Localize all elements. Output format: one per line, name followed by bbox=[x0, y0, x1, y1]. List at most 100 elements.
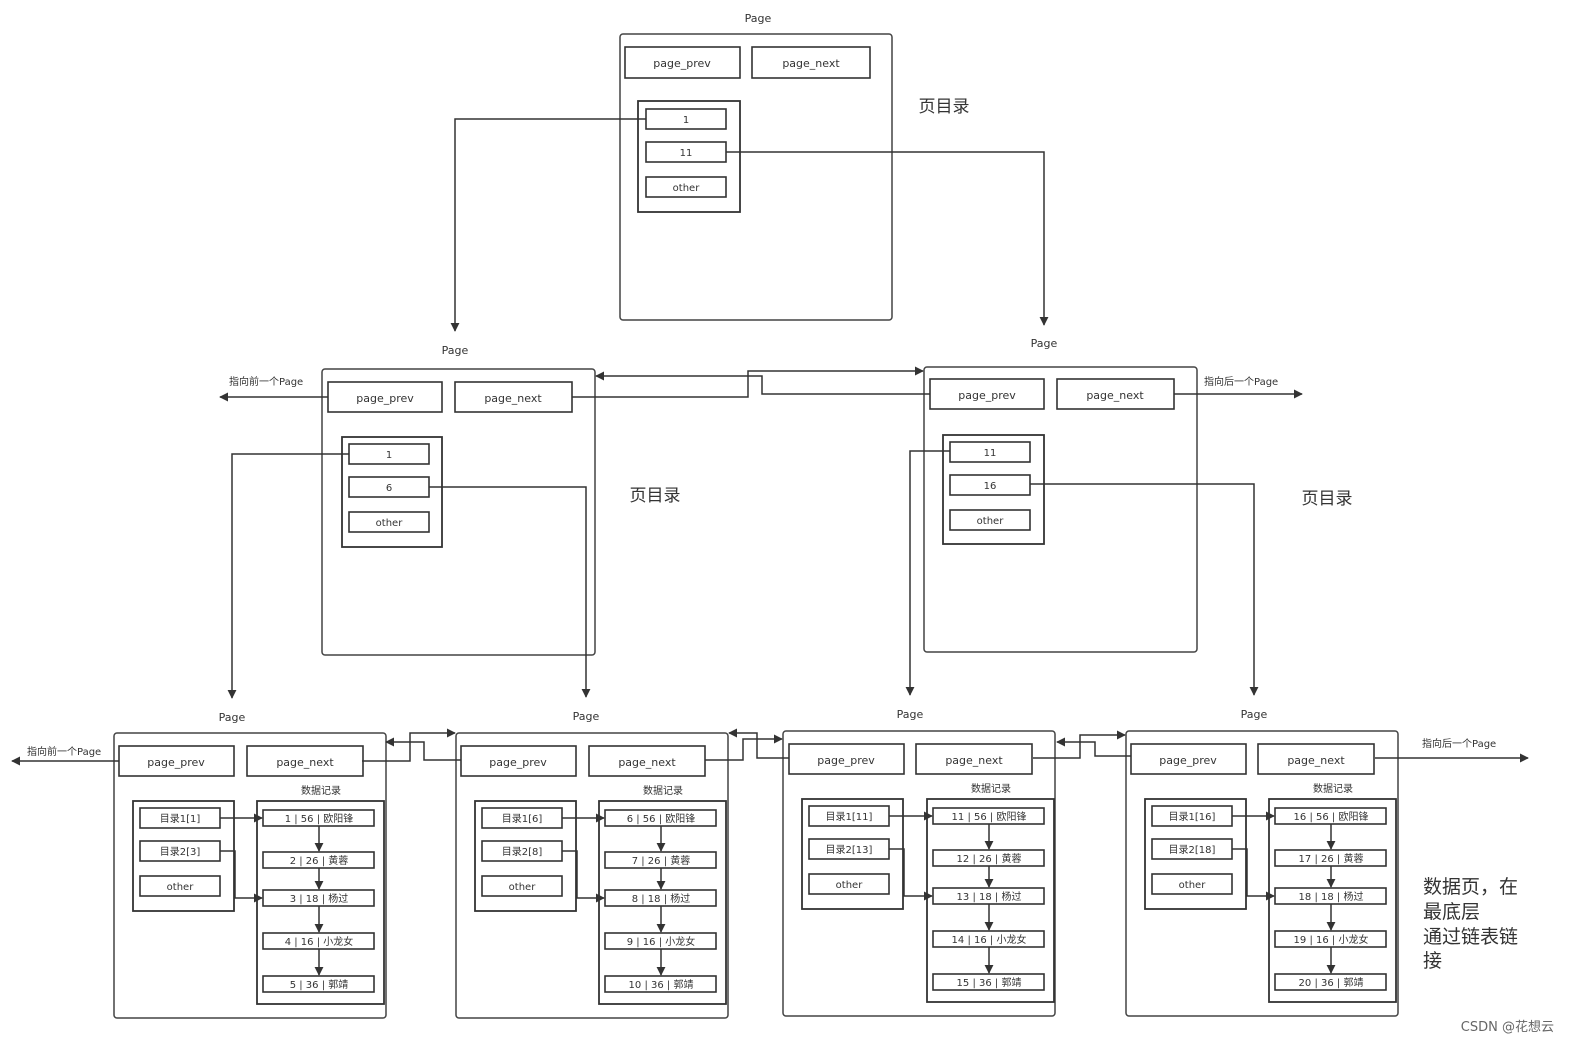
leaf-2-prev-label: page_prev bbox=[489, 756, 547, 769]
leaf-4-record-box bbox=[1274, 973, 1387, 991]
leaf-3-dir-entry: other bbox=[836, 880, 864, 891]
root-page-prev-field bbox=[624, 46, 741, 79]
leaf-2-record: 7 | 26 | 黄蓉 bbox=[632, 854, 691, 867]
pointer-mid-left-to-leaf-1 bbox=[227, 453, 349, 699]
mid-left-prev-label: page_prev bbox=[356, 392, 414, 405]
leaf-3-record: 11 | 56 | 欧阳锋 bbox=[952, 810, 1027, 823]
leaf-1-record: 3 | 18 | 杨过 bbox=[290, 892, 349, 905]
mid-right-prev-label: page_prev bbox=[958, 389, 1016, 402]
leaf-4-prev-label: page_prev bbox=[1159, 754, 1217, 767]
watermark: CSDN @花想云 bbox=[1461, 1019, 1554, 1035]
leaf-2-dir-entry: other bbox=[509, 882, 537, 893]
leaf-1-page-title: Page bbox=[219, 711, 246, 724]
leaf-3-record: 15 | 36 | 郭靖 bbox=[957, 976, 1022, 989]
leaf-4-record: 16 | 56 | 欧阳锋 bbox=[1294, 810, 1369, 823]
root-page-next-field bbox=[751, 46, 871, 79]
leaf-page-layer: Page page_prev page_next 目录1[1] 目录2[3] other 数… bbox=[113, 708, 1399, 1019]
mid-right-next-pointer-label: 指向后一个Page bbox=[1204, 375, 1278, 388]
leaf-3-record-box bbox=[932, 973, 1045, 991]
mid-left-dir-entry-box bbox=[348, 511, 430, 533]
leaf-3-data-records-label: 数据记录 bbox=[971, 782, 1011, 795]
note-line: 数据页，在 bbox=[1423, 876, 1518, 898]
mid-right-next-field bbox=[1056, 378, 1175, 410]
mid-left-page-title: Page bbox=[442, 344, 469, 357]
leaf-2-dir-entry: 目录2[8] bbox=[502, 846, 543, 858]
leaf-1-prev-label: page_prev bbox=[147, 756, 205, 769]
root-page-title: Page bbox=[745, 12, 772, 25]
leaf-2-dir-entry: 目录1[6] bbox=[502, 813, 543, 825]
root-page-prev-label: page_prev bbox=[653, 57, 711, 70]
pointer-mid-right-to-leaf-4 bbox=[1030, 483, 1259, 696]
root-dir-entry: 11 bbox=[680, 148, 693, 159]
leaf-3-record: 13 | 18 | 杨过 bbox=[957, 890, 1022, 903]
mid-right-directory-label: 页目录 bbox=[1302, 489, 1353, 509]
leaf-1-data-records-label: 数据记录 bbox=[301, 784, 341, 797]
leaf-2-record: 8 | 18 | 杨过 bbox=[632, 892, 691, 905]
leaf-2-page-title: Page bbox=[573, 710, 600, 723]
note-line: 通过链表链 bbox=[1423, 926, 1518, 948]
leaf-1-prev-pointer-label: 指向前一个Page bbox=[27, 745, 101, 758]
leaf-link-3-to-2 bbox=[728, 728, 789, 759]
leaf-3-dir-entry: 目录1[11] bbox=[826, 811, 873, 823]
mid-right-dir-entry-box bbox=[949, 441, 1031, 463]
leaf-3-page-title: Page bbox=[897, 708, 924, 721]
mid-right-dir-entry: other bbox=[977, 516, 1005, 527]
leaf-link-2-to-3 bbox=[705, 734, 783, 761]
leaf-link-2-to-1 bbox=[385, 737, 461, 761]
leaf-1-dir-entry: 目录2[3] bbox=[160, 846, 201, 858]
leaf-3-record: 12 | 26 | 黄蓉 bbox=[957, 852, 1022, 865]
leaf-1-dir-entry: 目录1[1] bbox=[160, 813, 201, 825]
leaf-4-page-title: Page bbox=[1241, 708, 1268, 721]
mid-right-next-label: page_next bbox=[1086, 389, 1144, 402]
leaf-2-record: 10 | 36 | 郭靖 bbox=[629, 978, 694, 991]
root-page-directory-label: 页目录 bbox=[919, 97, 970, 117]
leaf-4-next-pointer-label: 指向后一个Page bbox=[1422, 737, 1496, 750]
leaf-4-record: 17 | 26 | 黄蓉 bbox=[1299, 852, 1364, 865]
mid-left-prev-pointer-label: 指向前一个Page bbox=[229, 375, 303, 388]
leaf-2-dir-entry-box bbox=[481, 875, 563, 897]
leaf-4-dir2-pointer bbox=[1232, 848, 1275, 901]
leaf-3-dir2-pointer bbox=[889, 848, 933, 901]
mid-right-dir-entry: 11 bbox=[984, 448, 997, 459]
leaf-3-record: 14 | 16 | 小龙女 bbox=[952, 933, 1027, 946]
leaf-4-record: 18 | 18 | 杨过 bbox=[1299, 890, 1364, 903]
mid-page-left: Page page_prev page_next 1 6 other 页目录 bbox=[321, 344, 681, 656]
mid-right-dir-entry-box bbox=[949, 474, 1031, 496]
leaf-1-dir-entry: other bbox=[167, 882, 195, 893]
root-page-next-label: page_next bbox=[782, 57, 840, 70]
leaf-3-prev-label: page_prev bbox=[817, 754, 875, 767]
mid-left-directory-label: 页目录 bbox=[630, 486, 681, 506]
mid-left-dir-entry: 1 bbox=[386, 450, 392, 461]
leaf-3-next-label: page_next bbox=[945, 754, 1003, 767]
leaf-2-prev-field bbox=[460, 745, 577, 777]
leaf-2-next-field bbox=[588, 745, 706, 777]
leaf-2-next-label: page_next bbox=[618, 756, 676, 769]
leaf-4-record: 20 | 36 | 郭靖 bbox=[1299, 976, 1364, 989]
mid-right-dir-entry-box bbox=[949, 509, 1031, 531]
root-dir-entry: other bbox=[673, 183, 701, 194]
pointer-root-to-mid-right bbox=[726, 151, 1049, 326]
leaf-1-record: 1 | 56 | 欧阳锋 bbox=[285, 812, 354, 825]
mid-left-dir-entry: other bbox=[376, 518, 404, 529]
pointer-mid-right-to-leaf-3 bbox=[905, 450, 950, 696]
mid-left-dir-entry: 6 bbox=[386, 483, 392, 494]
leaf-1-record: 4 | 16 | 小龙女 bbox=[285, 935, 354, 948]
leaf-3-prev-field bbox=[788, 743, 905, 775]
mid-left-next-field bbox=[454, 381, 573, 413]
leaf-4-record: 19 | 16 | 小龙女 bbox=[1294, 933, 1369, 946]
leaf-3-next-field bbox=[915, 743, 1033, 775]
leaf-2-record: 9 | 16 | 小龙女 bbox=[627, 935, 696, 948]
leaf-1-record-box bbox=[262, 975, 375, 993]
mid-page-right: Page page_prev page_next 11 16 other 页目录 bbox=[923, 337, 1353, 653]
leaf-2-record-box bbox=[604, 975, 717, 993]
root-dir-entry-box bbox=[645, 176, 727, 198]
leaf-1-next-field bbox=[246, 745, 364, 777]
leaf-4-dir-entry: 目录1[16] bbox=[1169, 811, 1216, 823]
mid-left-next-label: page_next bbox=[484, 392, 542, 405]
pointer-root-to-mid-left bbox=[450, 118, 646, 332]
mid-left-prev-field bbox=[327, 381, 443, 413]
leaf-4-next-field bbox=[1257, 743, 1375, 775]
